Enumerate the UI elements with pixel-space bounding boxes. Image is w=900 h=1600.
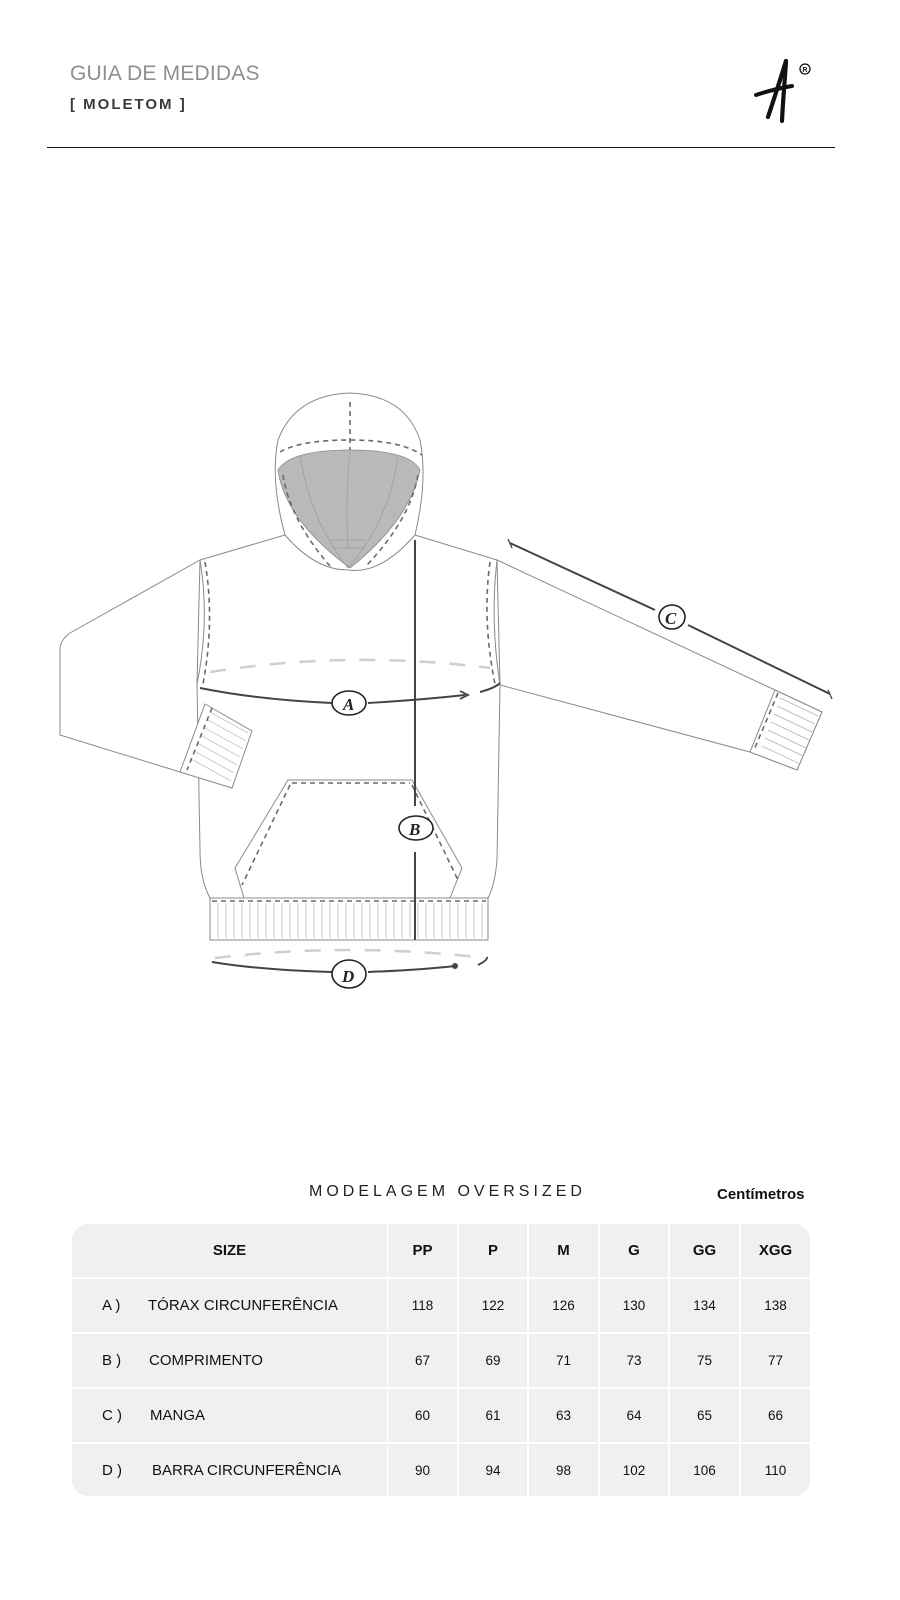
marker-b-icon [398, 815, 434, 841]
value-cell: 94 [459, 1444, 527, 1496]
table-row: A ) TÓRAX CIRCUNFERÊNCIA 118 122 126 130… [72, 1279, 810, 1332]
measurement-letter: D ) [102, 1461, 122, 1479]
brand-logo-icon: R [754, 58, 811, 124]
measurement-name: TÓRAX CIRCUNFERÊNCIA [148, 1297, 339, 1314]
marker-c-label: C [665, 609, 677, 628]
value-cell: 130 [600, 1279, 668, 1332]
value-cell: 60 [388, 1389, 457, 1442]
marker-d-label: D [341, 967, 354, 986]
value-cell: 65 [670, 1389, 739, 1442]
marker-a-label: A [342, 695, 354, 714]
size-header-cell: SIZE [72, 1224, 387, 1277]
value-cell: 71 [529, 1334, 598, 1387]
marker-d-icon [331, 959, 367, 989]
marker-a-icon [331, 690, 367, 716]
value-cell: 77 [741, 1334, 810, 1387]
value-cell: 75 [670, 1334, 739, 1387]
value-cell: 63 [529, 1389, 598, 1442]
value-cell: 98 [529, 1444, 598, 1496]
size-col-p: P [459, 1224, 527, 1277]
measurement-label-cell: C ) MANGA [72, 1389, 387, 1442]
size-chart-table: SIZE PP P M G GG XGG A ) TÓRAX CIRCUNFER… [72, 1224, 810, 1496]
value-cell: 134 [670, 1279, 739, 1332]
size-col-xgg: XGG [741, 1224, 810, 1277]
svg-text:R: R [802, 67, 807, 74]
unit-label: Centímetros [717, 1186, 805, 1203]
value-cell: 138 [741, 1279, 810, 1332]
hoodie-measurement-illustration: A B C D [59, 392, 833, 989]
value-cell: 73 [600, 1334, 668, 1387]
measurement-label-cell: A ) TÓRAX CIRCUNFERÊNCIA [72, 1279, 387, 1332]
value-cell: 61 [459, 1389, 527, 1442]
size-col-gg: GG [670, 1224, 739, 1277]
marker-b-label: B [408, 820, 420, 839]
measurement-name: MANGA [150, 1407, 206, 1424]
size-col-g: G [600, 1224, 668, 1277]
measurement-label-cell: D ) BARRA CIRCUNFERÊNCIA [72, 1444, 387, 1496]
table-row: B ) COMPRIMENTO 67 69 71 73 75 77 [72, 1334, 810, 1387]
hoodie-body [59, 392, 823, 941]
value-cell: 64 [600, 1389, 668, 1442]
measurement-letter: A ) [102, 1297, 121, 1314]
measurement-name: BARRA CIRCUNFERÊNCIA [152, 1461, 342, 1479]
value-cell: 122 [459, 1279, 527, 1332]
measurement-label-cell: B ) COMPRIMENTO [72, 1334, 387, 1387]
table-row: D ) BARRA CIRCUNFERÊNCIA 90 94 98 102 10… [72, 1444, 810, 1496]
product-type-subtitle: [ MOLETOM ] [70, 96, 187, 113]
value-cell: 66 [741, 1389, 810, 1442]
header-divider [47, 147, 835, 148]
table-row: C ) MANGA 60 61 63 64 65 66 [72, 1389, 810, 1442]
size-col-m: M [529, 1224, 598, 1277]
value-cell: 69 [459, 1334, 527, 1387]
value-cell: 67 [388, 1334, 457, 1387]
page-title: GUIA DE MEDIDAS [70, 62, 260, 85]
size-col-pp: PP [388, 1224, 457, 1277]
table-header-row: SIZE PP P M G GG XGG [72, 1224, 810, 1277]
measurement-letter: B ) [102, 1352, 122, 1369]
marker-c-icon [658, 604, 686, 630]
value-cell: 110 [741, 1444, 810, 1496]
fit-title: MODELAGEM OVERSIZED [309, 1183, 586, 1200]
value-cell: 90 [388, 1444, 457, 1496]
value-cell: 118 [388, 1279, 457, 1332]
measurement-letter: C ) [102, 1407, 122, 1424]
value-cell: 106 [670, 1444, 739, 1496]
value-cell: 102 [600, 1444, 668, 1496]
value-cell: 126 [529, 1279, 598, 1332]
measurement-name: COMPRIMENTO [149, 1352, 263, 1369]
